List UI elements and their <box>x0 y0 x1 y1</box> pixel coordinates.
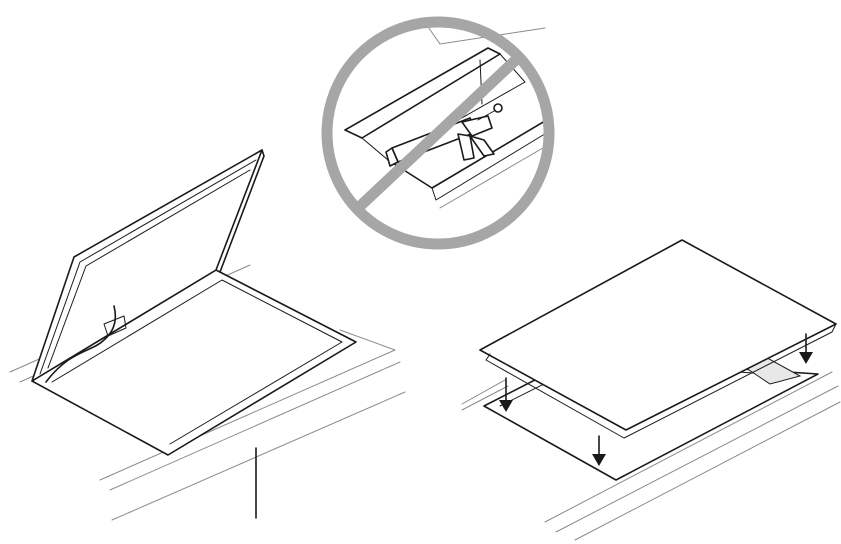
open-cooktop-illustration <box>9 149 406 521</box>
prohibition-sign-icon <box>321 16 555 250</box>
power-cable <box>45 305 127 383</box>
down-arrow-icon <box>499 377 513 412</box>
lower-cooktop-illustration <box>461 239 841 541</box>
down-arrow-icon <box>799 333 813 364</box>
right-worktop <box>461 371 841 541</box>
down-arrow-icon <box>592 435 606 466</box>
no-sealant-illustration <box>321 16 555 250</box>
cooktop-plate-descending <box>479 239 837 439</box>
cooktop-plate-lifted <box>31 149 265 382</box>
